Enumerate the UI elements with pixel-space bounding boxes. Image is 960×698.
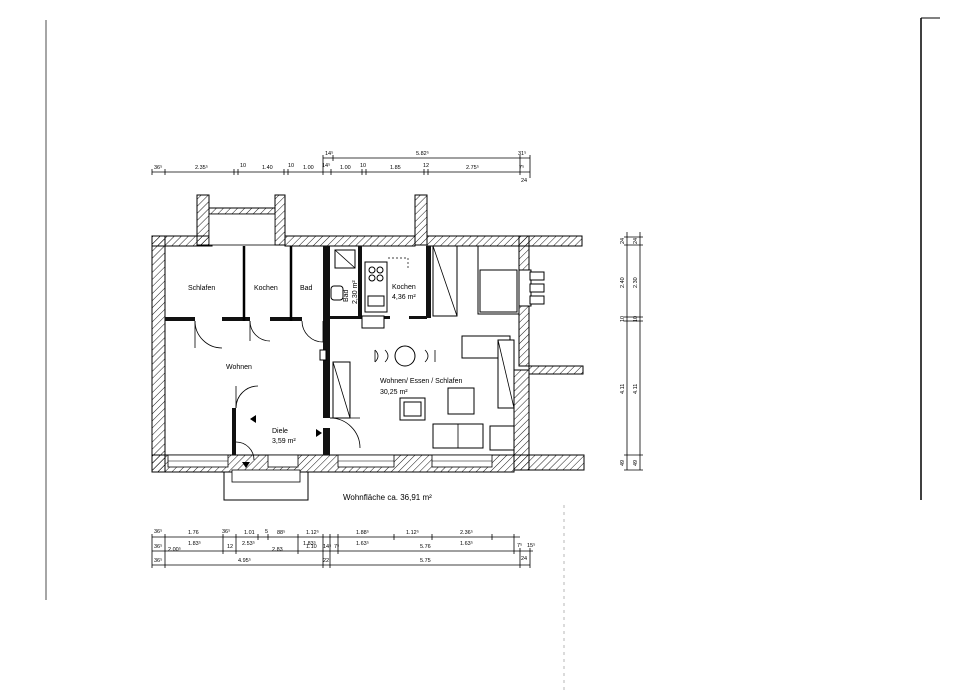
- dim-t2-2: 10: [240, 163, 246, 169]
- dim-t2-11: 2.75⁵: [466, 164, 479, 171]
- room-area-kochen: 4,36 m²: [392, 294, 416, 301]
- dim-t2-8: 10: [360, 163, 366, 169]
- dim-b2b-9: 15⁵: [527, 542, 535, 549]
- dim-b1-9: 2.36⁵: [460, 529, 473, 536]
- dim-r-outer-1: 2.40: [620, 277, 626, 288]
- dim-t2-1: 2.35⁵: [195, 164, 208, 171]
- dim-b2a-2: 1.83⁵: [303, 540, 316, 547]
- dim-top-14: 14⁵: [325, 150, 333, 157]
- bottom-dimension-chain: 36⁵ 1.76 36⁵ 1.01 5 88⁵ 1.12⁵ 1.88⁵ 1.12…: [151, 528, 535, 568]
- dim-t2-7: 1.00: [340, 165, 351, 171]
- dim-r-inner-1: 2.30: [633, 277, 639, 288]
- entry-arrow-icon: [250, 415, 256, 423]
- dim-t2-6: 14⁵: [322, 162, 330, 169]
- dim-b1-4: 5: [265, 529, 268, 535]
- dim-t2-4: 10: [288, 163, 294, 169]
- room-label-wohnen: Wohnen: [226, 364, 252, 371]
- dim-r-outer-3: 4.11: [620, 384, 626, 394]
- dim-t2-9: 1.85: [390, 165, 401, 171]
- dim-b2b-8: 7⁵: [517, 542, 522, 549]
- total-living-area: Wohnfläche ca. 36,91 m²: [343, 493, 432, 502]
- dim-b3-4: 24: [521, 556, 527, 562]
- dim-b2b-3: 2.83: [272, 547, 283, 553]
- dim-b2b-0: 36⁵: [154, 543, 162, 550]
- dim-top-31: 31⁵: [518, 150, 526, 157]
- dim-b3-1: 4.95⁵: [238, 557, 251, 564]
- dim-b3-3: 5.75: [420, 558, 431, 564]
- dim-r-inner-0: 24: [633, 238, 639, 244]
- bottom-windows: [167, 454, 493, 468]
- dim-r-inner-4: 49: [633, 460, 639, 466]
- dim-b2a-0: 1.83⁵: [188, 540, 201, 547]
- dim-b1-1: 1.76: [188, 530, 199, 536]
- dim-b1-2: 36⁵: [222, 528, 230, 535]
- dim-b3-2: 22: [323, 558, 329, 564]
- entrance-landing: [231, 469, 301, 483]
- dim-b2b-5: 14⁵: [323, 543, 331, 550]
- dim-b2a-4: 1.63⁵: [460, 540, 473, 547]
- top-dimension-chain: 14⁵ 5.82⁵ 31⁵ 36⁵ 2.35⁵ 10 1.40 10 1.00 …: [151, 150, 531, 184]
- dim-top-582: 5.82⁵: [416, 150, 429, 157]
- room-area-diele: 3,59 m²: [272, 438, 296, 445]
- outer-walls: [151, 194, 585, 473]
- room-label-wohnen-essen: Wohnen/ Essen / Schlafen: [380, 378, 462, 385]
- room-label-bad-vertical: Bad: [343, 289, 350, 302]
- dim-b2b-6: 7⁵: [334, 543, 339, 550]
- dim-t2-10: 12: [423, 163, 429, 169]
- dim-b3-0: 36⁵: [154, 557, 162, 564]
- dim-b2b-4: 1.10: [306, 544, 317, 550]
- interior-walls: [165, 246, 431, 455]
- dim-b1-7: 1.88⁵: [356, 529, 369, 536]
- dim-t2-3: 1.40: [262, 165, 273, 171]
- room-label-kochen: Kochen: [392, 284, 416, 291]
- dim-b1-6: 1.12⁵: [306, 529, 319, 536]
- dim-b1-8: 1.12⁵: [406, 529, 419, 536]
- dim-r-inner-3: 4.11: [633, 384, 639, 394]
- dim-b2b-7: 5.76: [420, 544, 431, 550]
- kitchen-fixtures: [330, 249, 409, 329]
- right-dimension-chain: 24 2.40 10 4.11 49 24 2.30 10 4.11 49: [620, 232, 643, 471]
- dim-b2a-3: 1.63⁵: [356, 540, 369, 547]
- dim-r-inner-2: 10: [633, 316, 639, 322]
- dim-r-outer-2: 10: [620, 316, 626, 322]
- dim-r-outer-0: 24: [620, 238, 626, 244]
- dim-b2b-2: 12: [227, 544, 233, 550]
- dim-t2-12: 7⁵: [519, 164, 524, 171]
- dim-b1-3: 1.01: [244, 530, 255, 536]
- dim-b1-0: 36⁵: [154, 528, 162, 535]
- room-label-schlafen: Schlafen: [188, 285, 215, 292]
- room-area-bad: 2,30 m²: [352, 280, 359, 304]
- entry-arrow-icon-3: [242, 462, 250, 468]
- door-swings: [194, 320, 361, 461]
- dim-b2a-1: 2.53⁵: [242, 540, 255, 547]
- living-furniture: [319, 245, 545, 451]
- room-area-wohnen-essen: 30,25 m²: [380, 389, 408, 396]
- entry-arrow-icon-2: [316, 429, 322, 437]
- room-label-diele: Diele: [272, 428, 288, 435]
- dim-t2-0: 36⁵: [154, 164, 162, 171]
- room-label-kochen-small: Kochen: [254, 285, 278, 292]
- dim-t2-end: 24: [521, 178, 527, 184]
- dim-b2b-1: 2.00⁵: [168, 546, 181, 553]
- dim-b1-5: 88⁵: [277, 529, 285, 536]
- dim-r-outer-4: 49: [620, 460, 626, 466]
- room-label-bad: Bad: [300, 285, 313, 292]
- dim-t2-5: 1.00: [303, 165, 314, 171]
